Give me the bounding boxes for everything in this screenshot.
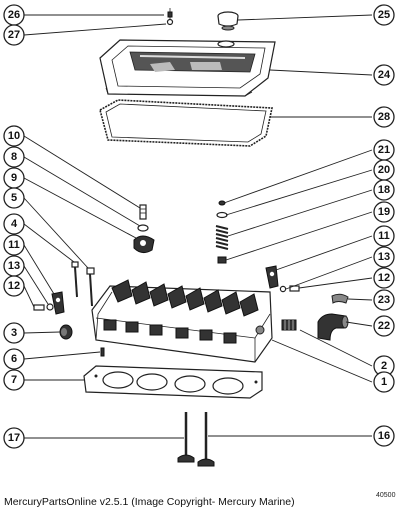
copyright-caption: MercuryPartsOnline v2.5.1 (Image Copyrig…	[4, 496, 295, 508]
callout-13-left[interactable]: 13	[3, 255, 25, 277]
callout-5[interactable]: 5	[3, 187, 25, 209]
callout-label: 8	[11, 151, 17, 163]
callout-12-right[interactable]: 12	[373, 267, 395, 289]
part-fitting-small	[281, 319, 297, 331]
part-valves	[177, 412, 215, 467]
part-rocker-assembly-left	[133, 204, 155, 254]
callout-7[interactable]: 7	[3, 369, 25, 391]
callout-label: 16	[378, 430, 390, 442]
part-bracket-left	[33, 291, 65, 315]
leader-lines	[23, 14, 373, 439]
callout-label: 18	[378, 184, 390, 196]
callout-28[interactable]: 28	[373, 106, 395, 128]
callout-label: 27	[8, 29, 20, 41]
callout-label: 26	[8, 9, 20, 21]
callout-label: 24	[378, 69, 391, 81]
callout-label: 28	[378, 111, 390, 123]
callout-27[interactable]: 27	[3, 24, 25, 46]
callout-10[interactable]: 10	[3, 125, 25, 147]
callout-label: 12	[378, 272, 390, 284]
part-cover-gasket	[99, 99, 273, 147]
callout-4[interactable]: 4	[3, 213, 25, 235]
part-bracket-right	[265, 265, 300, 293]
part-head-bolts	[71, 261, 95, 307]
callout-label: 10	[8, 130, 20, 142]
part-screw-top	[166, 8, 174, 26]
callout-18[interactable]: 18	[373, 179, 395, 201]
callout-label: 11	[378, 230, 390, 242]
callout-label: 3	[11, 327, 17, 339]
callout-6[interactable]: 6	[3, 348, 25, 370]
callout-label: 20	[378, 164, 390, 176]
callout-9[interactable]: 9	[3, 167, 25, 189]
part-cylinder-head	[91, 279, 273, 363]
callout-16[interactable]: 16	[373, 425, 395, 447]
callout-label: 6	[11, 353, 17, 365]
callout-label: 11	[8, 239, 20, 251]
callout-label: 2	[381, 360, 387, 372]
part-valve-spring-stack	[215, 200, 229, 264]
part-freeze-plug	[59, 324, 73, 340]
callout-21[interactable]: 21	[373, 139, 395, 161]
callout-label: 12	[8, 280, 20, 292]
callout-label: 9	[11, 172, 17, 184]
callout-19[interactable]: 19	[373, 201, 395, 223]
callout-17[interactable]: 17	[3, 427, 25, 449]
callout-label: 13	[378, 251, 390, 263]
callout-25[interactable]: 25	[373, 4, 395, 26]
part-elbow-fitting	[317, 313, 349, 341]
callout-label: 23	[378, 294, 390, 306]
callout-24[interactable]: 24	[373, 64, 395, 86]
callout-20[interactable]: 20	[373, 159, 395, 181]
callout-label: 22	[378, 320, 390, 332]
callout-8[interactable]: 8	[3, 146, 25, 168]
callout-23[interactable]: 23	[373, 289, 395, 311]
callout-11-left[interactable]: 11	[3, 234, 25, 256]
callout-3[interactable]: 3	[3, 322, 25, 344]
callout-26[interactable]: 26	[3, 4, 25, 26]
part-dowel-pin	[100, 347, 105, 357]
callout-12-left[interactable]: 12	[3, 275, 25, 297]
figure-number: 40500	[376, 492, 396, 499]
callout-label: 13	[8, 260, 20, 272]
callout-label: 19	[378, 206, 390, 218]
callout-1[interactable]: 1	[373, 371, 395, 393]
part-valve-cover	[99, 39, 276, 97]
callout-label: 1	[381, 376, 387, 388]
callout-label: 5	[11, 192, 17, 204]
callout-label: 25	[378, 9, 390, 21]
callout-label: 4	[11, 218, 18, 230]
part-head-gasket	[83, 365, 263, 399]
callout-label: 7	[11, 374, 17, 386]
callout-13-right[interactable]: 13	[373, 246, 395, 268]
callout-label: 17	[8, 432, 20, 444]
callout-label: 21	[378, 144, 390, 156]
callout-11-right[interactable]: 11	[373, 225, 395, 247]
part-filler-cap	[217, 11, 239, 31]
part-clamp	[331, 293, 349, 304]
callout-22[interactable]: 22	[373, 315, 395, 337]
